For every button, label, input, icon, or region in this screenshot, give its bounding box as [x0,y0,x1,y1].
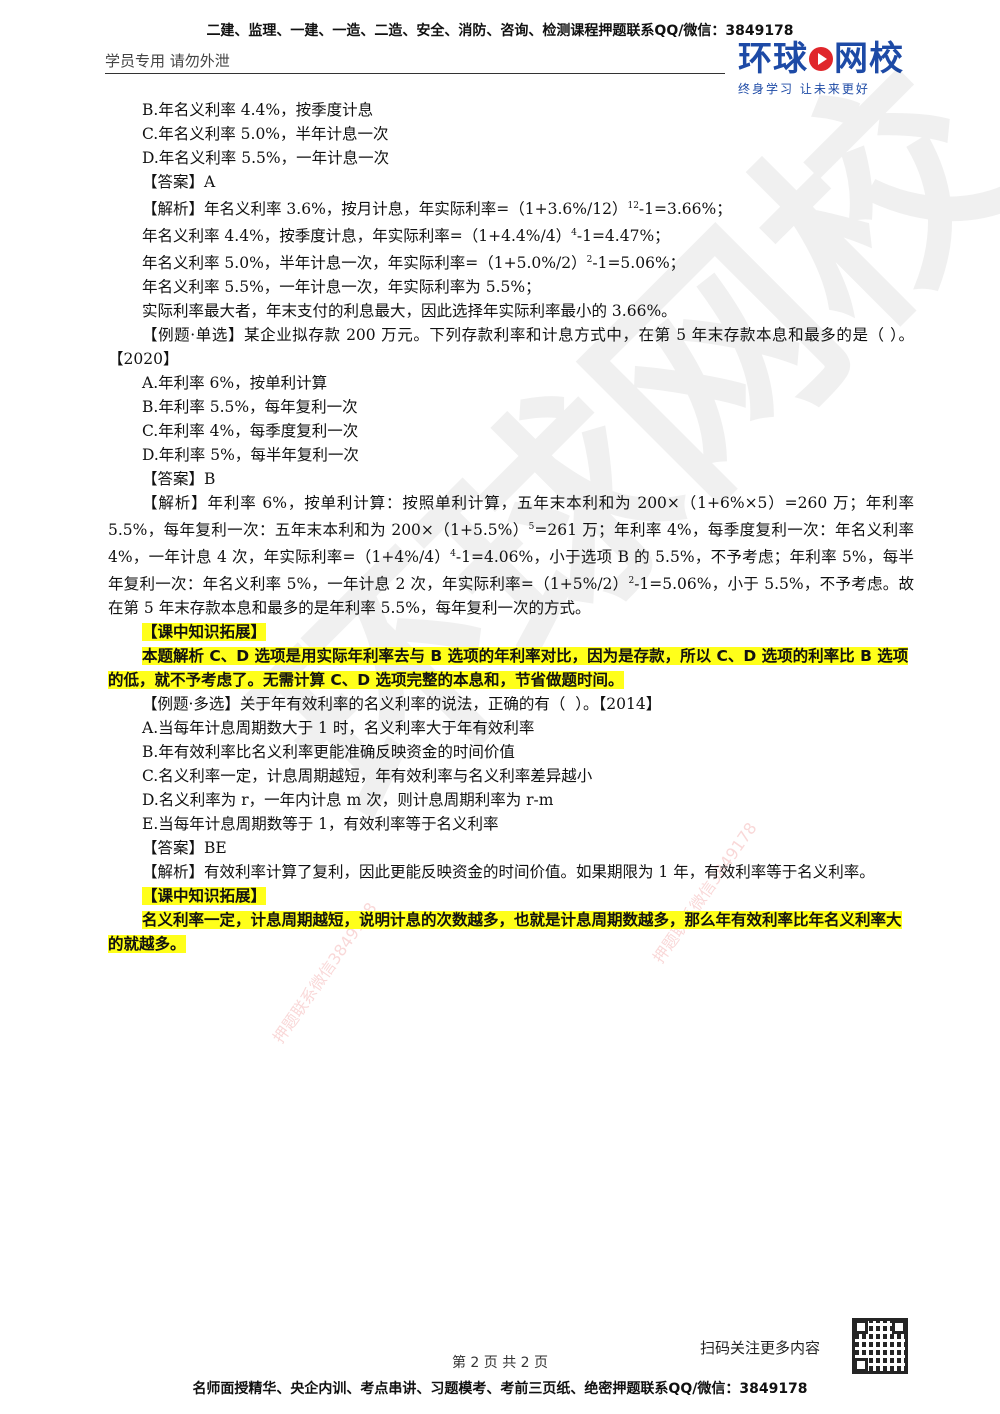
exponent: 5 [528,522,535,532]
option-d: D.名义利率为 r，一年内计息 m 次，则计息周期利率为 r-m [142,791,554,809]
option-c: C.年名义利率 5.0%，半年计息一次 [142,125,389,143]
page-number: 第 2 页 共 2 页 [451,1355,549,1371]
scan-prompt: 扫码关注更多内容 [700,1339,821,1357]
qr-code-icon [852,1318,908,1374]
option-b: B.年名义利率 4.4%，按季度计息 [142,101,374,119]
analysis-text: -1=3.66%； [638,200,732,218]
extension-title: 【课中知识拓展】 [108,884,914,908]
exponent: 2 [586,255,593,265]
answer: 【答案】BE [142,839,227,857]
extension-body: 本题解析 C、D 选项是用实际年利率去与 B 选项的年利率对比，因为是存款，所以… [108,644,914,692]
exponent: 2 [628,576,635,586]
analysis-text: -1=4.47%； [576,227,670,245]
analysis-line: 年名义利率 5.0%，半年计息一次，年实际利率=（1+5.0%/2）2-1=5.… [108,248,914,275]
option-a: A.年利率 6%，按单利计算 [142,374,328,392]
logo-text-left: 环球 [738,39,808,79]
exponent: 12 [627,201,639,211]
option-e: E.当每年计息周期数等于 1，有效利率等于名义利率 [142,815,499,833]
analysis-line: 年名义利率 5.5%，一年计息一次，年实际利率为 5.5%； [142,278,541,296]
extension-body: 名义利率一定，计息周期越短，说明计息的次数越多，也就是计息周期数越多，那么年有效… [108,908,914,956]
top-banner: 二建、监理、一建、一造、二造、安全、消防、咨询、检测课程押题联系QQ/微信：38… [206,23,794,39]
question-stem: 【例题·多选】关于年有效利率的名义利率的说法，正确的有（ ）。【2014】 [142,695,662,713]
analysis-text: -1=5.06%； [592,254,686,272]
analysis-text: -1=4.06%，小于选项 B 的 5.5%，不予考虑；年利率 5%，每半年复利… [108,548,914,593]
analysis-paragraph: 【解析】有效利率计算了复利，因此更能反映资金的时间价值。如果期限为 1 年，有效… [142,863,875,881]
option-a: A.当每年计息周期数大于 1 时，名义利率大于年有效利率 [142,719,535,737]
extension-title-text: 【课中知识拓展】 [142,887,267,905]
option-b: B.年有效利率比名义利率更能准确反映资金的时间价值 [142,743,515,761]
analysis-text: 年名义利率 4.4%，按季度计息，年实际利率=（1+4.4%/4） [142,227,572,245]
bottom-banner: 名师面授精华、央企内训、考点串讲、习题模考、考前三页纸、绝密押题联系QQ/微信：… [192,1381,808,1397]
extension-body-text: 本题解析 C、D 选项是用实际年利率去与 B 选项的年利率对比，因为是存款，所以… [108,647,909,689]
analysis-text: =261 万；年利率 4%，每季度复利一次：年名义利率 4%，一年计息 4 次，… [108,521,914,566]
logo: 环球网校 终身学习 让未来更好 [738,40,918,97]
exponent: 4 [450,549,456,559]
analysis-text: 【解析】年利率 6%，按单利计算：按照单利计算，五年末本利和为 200×（1+6… [108,494,914,539]
document-body: B.年名义利率 4.4%，按季度计息 C.年名义利率 5.0%，半年计息一次 D… [108,98,914,956]
option-d: D.年名义利率 5.5%，一年计息一次 [142,149,390,167]
extension-body-text: 名义利率一定，计息周期越短，说明计息的次数越多，也就是计息周期数越多，那么年有效… [108,911,902,953]
analysis-line: 【解析】年名义利率 3.6%，按月计息，年实际利率=（1+3.6%/12）12-… [108,194,914,221]
qr-corner [854,1320,868,1334]
qr-corner [854,1358,868,1372]
analysis-text: 【解析】年名义利率 3.6%，按月计息，年实际利率=（1+3.6%/12） [142,200,628,218]
analysis-line: 实际利率最大者，年末支付的利息最大，因此选择年实际利率最小的 3.66%。 [142,302,677,320]
qr-corner [892,1320,906,1334]
answer: 【答案】A [142,173,216,191]
option-b: B.年利率 5.5%，每年复利一次 [142,398,358,416]
logo-text-right: 网校 [834,39,904,79]
analysis-line: 年名义利率 4.4%，按季度计息，年实际利率=（1+4.4%/4）4-1=4.4… [108,221,914,248]
extension-title: 【课中知识拓展】 [108,620,914,644]
analysis-text: 年名义利率 5.0%，半年计息一次，年实际利率=（1+5.0%/2） [142,254,587,272]
logo-mark: 环球网校 [738,40,918,78]
option-d: D.年利率 5%，每半年复利一次 [142,446,359,464]
option-c: C.名义利率一定，计息周期越短，年有效利率与名义利率差异越小 [142,767,593,785]
analysis-text: -1=5.06%，小于 5.5%，不予考虑。故在第 5 年末存款本息和最多的是年… [108,575,914,617]
exponent: 4 [571,228,577,238]
header-rule [105,73,725,74]
option-c: C.年利率 4%，每季度复利一次 [142,422,359,440]
confidential-note: 学员专用 请勿外泄 [105,52,230,70]
answer: 【答案】B [142,470,216,488]
play-icon [809,46,833,71]
question-stem: 【例题·单选】某企业拟存款 200 万元。下列存款利率和计息方式中，在第 5 年… [108,326,914,368]
analysis-paragraph: 【解析】年利率 6%，按单利计算：按照单利计算，五年末本利和为 200×（1+6… [108,491,914,620]
extension-title-text: 【课中知识拓展】 [142,623,267,641]
logo-slogan: 终身学习 让未来更好 [738,82,870,96]
